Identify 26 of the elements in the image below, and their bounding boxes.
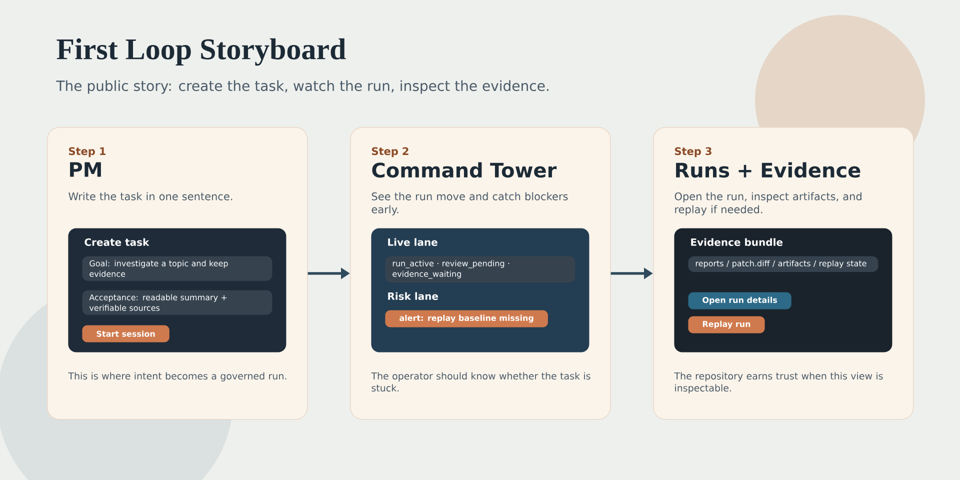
status-pill: reports / patch.diff / artifacts / replay state	[688, 256, 878, 272]
status-pill: Acceptance: readable summary + verifiable sources	[82, 290, 272, 315]
panel-heading: Live lane	[388, 238, 438, 246]
panel-heading: Evidence bundle	[691, 238, 783, 246]
status-pill: run_active · review_pending · evidence_waiting	[385, 256, 576, 283]
step-label: Step 1	[68, 147, 106, 158]
button: Replay run	[688, 316, 765, 334]
alert-badge: alert: replay baseline missing	[385, 310, 548, 328]
diagram-title: First Loop Storyboard	[56, 38, 346, 66]
card-description: Write the task in one sentence.	[68, 192, 232, 200]
panel-heading: Risk lane	[388, 292, 438, 300]
card-description: Open the run, inspect artifacts, and replay if needed.	[674, 192, 862, 216]
step-label: Step 3	[674, 147, 712, 158]
subtitle: The public story: create the task, watch the run, inspect the evidence.	[56, 80, 548, 94]
status-pill: Goal: investigate a topic and keep evidence	[82, 256, 272, 281]
card-footnote: The repository earns trust when this view is inspectable.	[674, 372, 883, 394]
step-label: Step 2	[372, 147, 408, 158]
card-heading: PM	[70, 162, 101, 177]
card-heading: Command Tower	[372, 162, 557, 178]
card-description: See the run move and catch blockers early.	[372, 192, 568, 216]
card-footnote: The operator should know whether the task is stuck.	[371, 372, 590, 392]
panel-heading: Create task	[84, 238, 150, 246]
card-footnote: This is where intent becomes a governed run.	[68, 372, 286, 382]
button: Open run details	[688, 292, 792, 310]
card-heading: Runs + Evidence	[676, 162, 860, 178]
button: Start session	[82, 325, 170, 342]
